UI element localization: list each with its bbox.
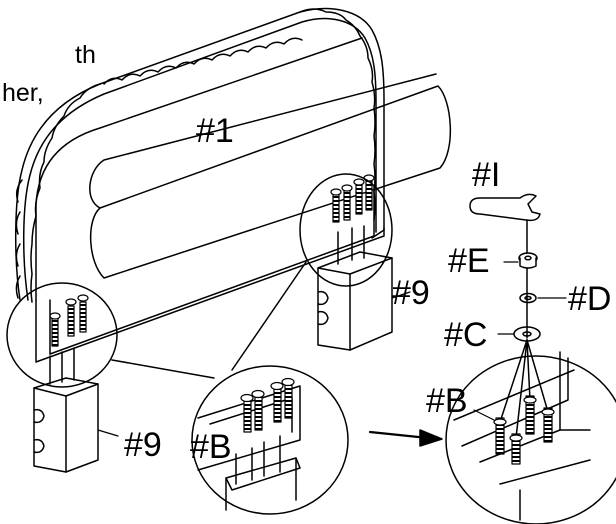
label-bolts-detail: #B: [426, 382, 468, 420]
label-flat-washer: #C: [444, 316, 487, 354]
headboard-fabric-cover: [91, 86, 451, 278]
headboard-front-panel: [36, 38, 362, 300]
magnifier-circle-right: [300, 174, 392, 286]
wrench-icon: [470, 194, 540, 220]
tuft-scallops: [16, 9, 375, 302]
bolts-left: [50, 295, 88, 346]
leg-right: [318, 226, 410, 350]
detail-content: [454, 352, 590, 520]
headboard: [16, 9, 451, 362]
label-leg-right: #9: [392, 274, 430, 312]
label-nut: #E: [448, 242, 490, 280]
magnifier-circle-detail: [446, 356, 616, 524]
magnifier-circle-zoom: [192, 366, 348, 514]
label-wrench: #I: [472, 156, 500, 194]
right-arrow-icon: [370, 430, 442, 446]
label-leg-left: #9: [124, 426, 162, 464]
magnifier-circle-left: [7, 283, 117, 387]
label-lock-washer: #D: [568, 280, 611, 318]
cropped-text-line-1: th: [75, 41, 96, 69]
label-bolts-zoom: #B: [190, 428, 232, 466]
bolts-right: [331, 175, 374, 222]
zoom-content: [198, 379, 300, 511]
lock-washer: [520, 294, 536, 303]
leg-left: [34, 348, 118, 472]
label-headboard: #1: [196, 112, 234, 150]
hex-nut: [519, 253, 537, 268]
cropped-text-line-2: her,: [2, 79, 44, 107]
